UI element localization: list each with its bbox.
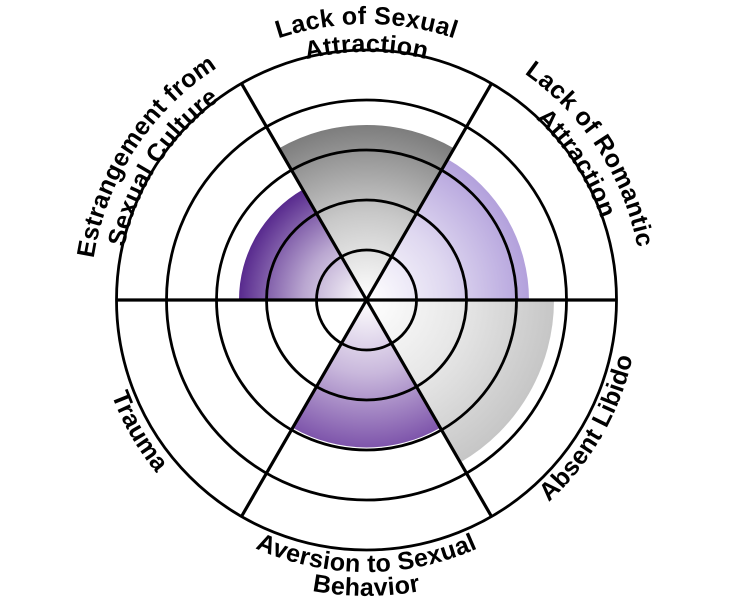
sector-fill-absent-libido (366, 300, 554, 463)
divider-line-5 (365, 299, 493, 518)
label-trauma: Trauma (106, 387, 175, 478)
sector-divider-lines (116, 82, 617, 518)
sector-fill-aversion-to-sexual-behavior (292, 300, 441, 448)
divider-line-4 (240, 299, 368, 518)
label-bottom-left-line1: Trauma (106, 387, 174, 478)
divider-line-2 (240, 82, 368, 301)
sector-fill-lack-of-romantic-attraction (366, 159, 529, 300)
divider-line-1 (365, 82, 493, 301)
label-bottom-line2: Behavior (311, 569, 422, 600)
sector-fill-lack-of-sexual-attraction (279, 124, 454, 301)
sector-fills (239, 124, 554, 463)
label-absent-libido: Absent Libido (533, 351, 638, 506)
label-top-line2: Attraction (302, 30, 431, 65)
label-bottom-right-line1: Absent Libido (533, 351, 638, 506)
label-aversion-to-sexual-behavior-2: Behavior (311, 569, 422, 600)
label-lack-of-sexual-attraction-2: Attraction (302, 30, 431, 65)
